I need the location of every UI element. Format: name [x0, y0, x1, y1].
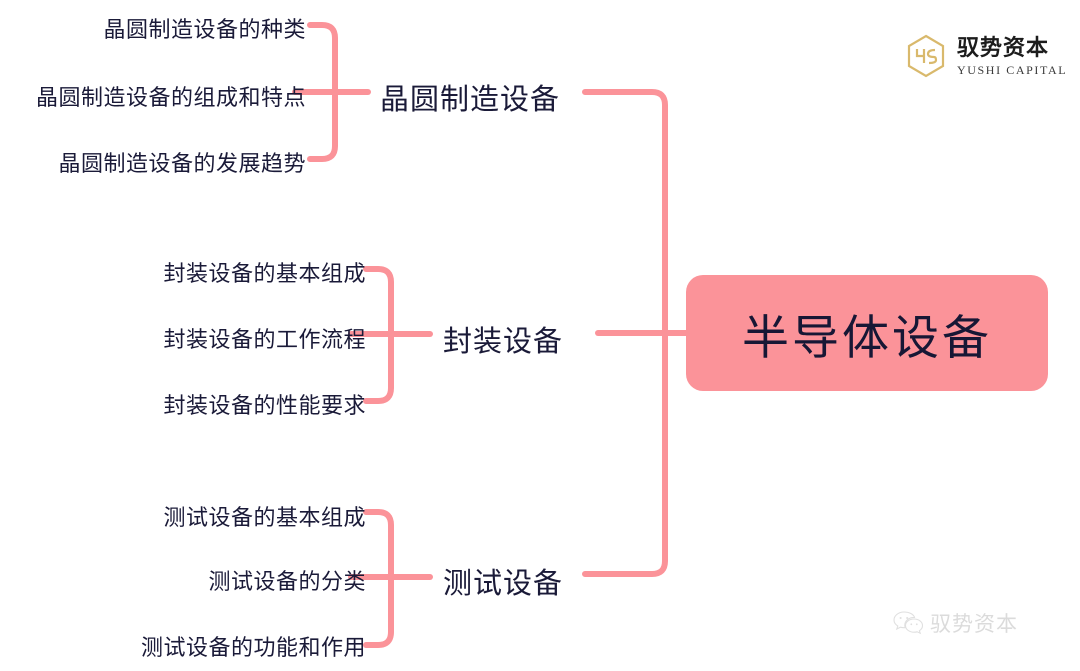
brand-text: 驭势资本 YUSHI CAPITAL: [957, 34, 1068, 77]
hexagon-ys-monogram-icon: [907, 34, 945, 78]
leaf-label[interactable]: 封装设备的工作流程: [163, 327, 366, 352]
wire-bracket-3: [363, 509, 394, 648]
leaf-label[interactable]: 晶圆制造设备的组成和特点: [35, 85, 306, 110]
wire-bracket-1: [307, 22, 338, 162]
wire-spine: [582, 89, 668, 577]
leaf-label[interactable]: 晶圆制造设备的种类: [103, 17, 306, 42]
wechat-icon: [893, 611, 923, 635]
leaf-label[interactable]: 测试设备的基本组成: [163, 505, 366, 530]
brand-name-cn: 驭势资本: [957, 34, 1050, 60]
watermark-text: 驭势资本: [930, 613, 1018, 636]
leaf-label[interactable]: 封装设备的基本组成: [163, 261, 366, 286]
wire-bracket-2: [363, 266, 394, 404]
brand-logo: 驭势资本 YUSHI CAPITAL: [903, 33, 1067, 79]
leaf-label[interactable]: 测试设备的功能和作用: [140, 635, 366, 660]
leaf-label[interactable]: 封装设备的性能要求: [163, 393, 366, 418]
leaf-label[interactable]: 晶圆制造设备的发展趋势: [58, 151, 306, 176]
watermark: 驭势资本: [893, 608, 1018, 638]
branch-label-packaging[interactable]: 封装设备: [443, 326, 564, 358]
branch-label-testing[interactable]: 测试设备: [443, 568, 564, 600]
root-node-label: 半导体设备: [742, 310, 992, 364]
root-node[interactable]: 半导体设备: [686, 275, 1048, 391]
leaf-label[interactable]: 测试设备的分类: [208, 569, 366, 594]
brand-name-en: YUSHI CAPITAL: [957, 62, 1068, 77]
branch-label-wafer-fab[interactable]: 晶圆制造设备: [380, 84, 561, 116]
